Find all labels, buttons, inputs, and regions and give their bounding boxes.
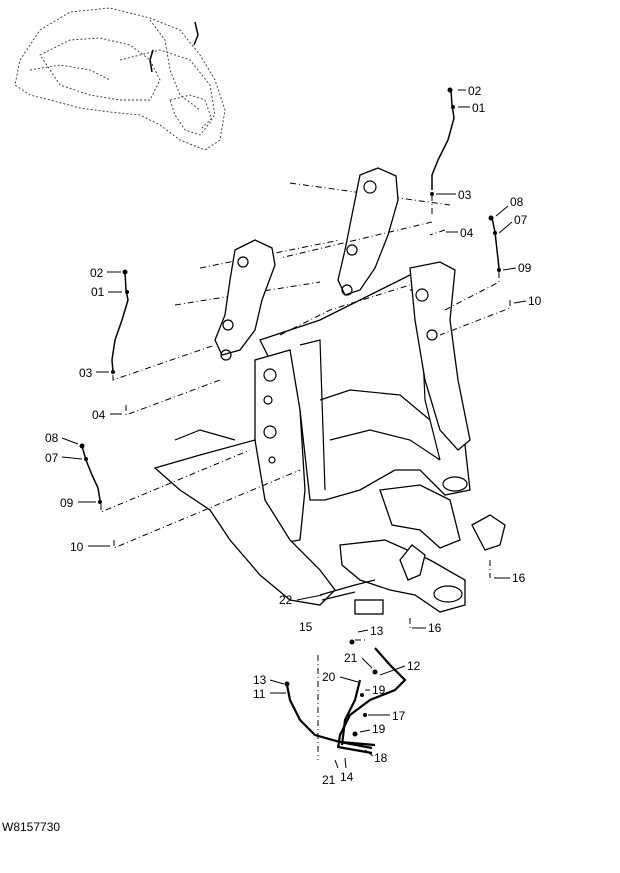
callout-08-right: 08 xyxy=(510,195,524,209)
callout-03-left: 03 xyxy=(79,366,93,380)
callout-15: 15 xyxy=(299,620,313,634)
callout-09-right: 09 xyxy=(518,261,532,275)
callout-04-upper-right: 04 xyxy=(460,226,474,240)
hose-mid-left xyxy=(79,443,301,549)
callout-16-lower: 16 xyxy=(428,621,442,635)
callout-21-lower: 21 xyxy=(322,773,336,787)
callout-labels: 02 01 03 04 08 07 09 10 02 01 03 04 08 0… xyxy=(45,84,542,787)
callout-16-upper: 16 xyxy=(512,571,526,585)
drawing-reference: W8157730 xyxy=(2,820,60,834)
callout-14: 14 xyxy=(340,770,354,784)
callout-07-right: 07 xyxy=(514,213,528,227)
callout-21-upper: 21 xyxy=(344,651,358,665)
hose-bottom-assembly xyxy=(284,560,491,760)
callout-19-lower: 19 xyxy=(372,722,386,736)
leader-lines xyxy=(61,89,527,769)
callout-02-left: 02 xyxy=(90,266,104,280)
callout-03-upper-right: 03 xyxy=(458,188,472,202)
callout-19-upper: 19 xyxy=(372,683,386,697)
callout-10-left: 10 xyxy=(70,540,84,554)
callout-13-lower: 13 xyxy=(253,673,267,687)
callout-04-left: 04 xyxy=(92,408,106,422)
hose-upper-right xyxy=(279,87,455,259)
callout-01-upper-right: 01 xyxy=(472,101,486,115)
callout-07-left: 07 xyxy=(45,451,59,465)
callout-01-left: 01 xyxy=(91,285,105,299)
callout-09-left: 09 xyxy=(60,496,74,510)
callout-20: 20 xyxy=(322,670,336,684)
callout-11: 11 xyxy=(253,687,266,701)
locator-thumbnail xyxy=(14,7,226,151)
callout-08-left: 08 xyxy=(45,431,59,445)
callout-18: 18 xyxy=(374,751,388,765)
callout-22: 22 xyxy=(279,593,293,607)
callout-17: 17 xyxy=(392,709,406,723)
hose-upper-left xyxy=(111,269,221,416)
loader-frame xyxy=(153,167,506,615)
callout-10-right: 10 xyxy=(528,294,542,308)
hose-mid-right xyxy=(439,215,511,336)
callout-12: 12 xyxy=(407,659,421,673)
callout-13-upper: 13 xyxy=(370,624,384,638)
callout-02-upper-right: 02 xyxy=(468,84,482,98)
